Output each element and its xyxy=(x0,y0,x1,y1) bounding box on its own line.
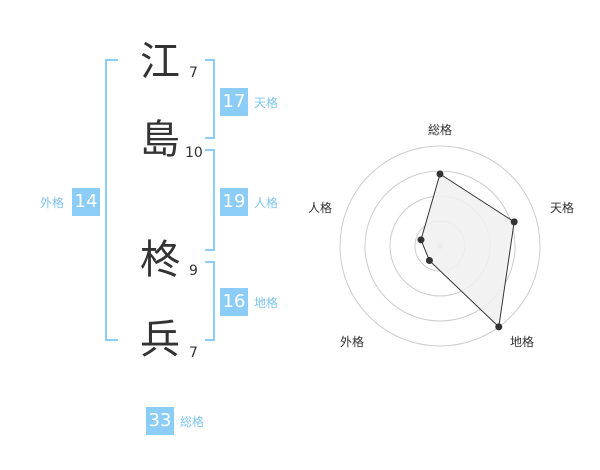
radar-point-0 xyxy=(436,170,444,178)
stroke-count-3: 9 xyxy=(189,263,198,279)
radar-points xyxy=(417,170,518,331)
radar-point-3 xyxy=(425,257,433,265)
stroke-count-2: 10 xyxy=(185,145,203,161)
gaikaku-value: 14 xyxy=(72,188,100,216)
stroke-count-1: 7 xyxy=(189,65,198,81)
soukaku-label: 総格 xyxy=(180,415,205,429)
gaikaku-bracket xyxy=(105,59,118,341)
gaikaku-label: 外格 xyxy=(40,196,65,210)
chikaku-bracket xyxy=(205,261,215,341)
name-char-3: 柊 xyxy=(140,237,180,283)
radar-ring-4 xyxy=(339,145,541,347)
chikaku-label: 地格 xyxy=(254,296,279,310)
tenkaku-label: 天格 xyxy=(254,96,279,110)
name-char-4: 兵 xyxy=(140,317,180,363)
stroke-count-4: 7 xyxy=(189,345,198,361)
radar-point-1 xyxy=(510,218,518,226)
jinkaku-value: 19 xyxy=(220,188,248,216)
radar-shape xyxy=(420,173,515,328)
radar-label-tenkaku: 天格 xyxy=(550,201,575,215)
radar-label-jinkaku: 人格 xyxy=(308,201,333,215)
name-char-2: 島 xyxy=(140,117,180,163)
jinkaku-label: 人格 xyxy=(254,196,279,210)
tenkaku-value: 17 xyxy=(220,88,248,116)
radar-label-soukaku: 総格 xyxy=(428,123,453,137)
jinkaku-bracket xyxy=(205,149,215,251)
radar-point-4 xyxy=(417,236,425,244)
name-char-1: 江 xyxy=(140,39,180,85)
radar-label-gaikaku: 外格 xyxy=(340,335,365,349)
chikaku-value: 16 xyxy=(220,288,248,316)
tenkaku-bracket xyxy=(205,59,215,139)
radar-point-2 xyxy=(495,323,503,331)
soukaku-value: 33 xyxy=(146,407,174,435)
radar-label-chikaku: 地格 xyxy=(510,335,535,349)
